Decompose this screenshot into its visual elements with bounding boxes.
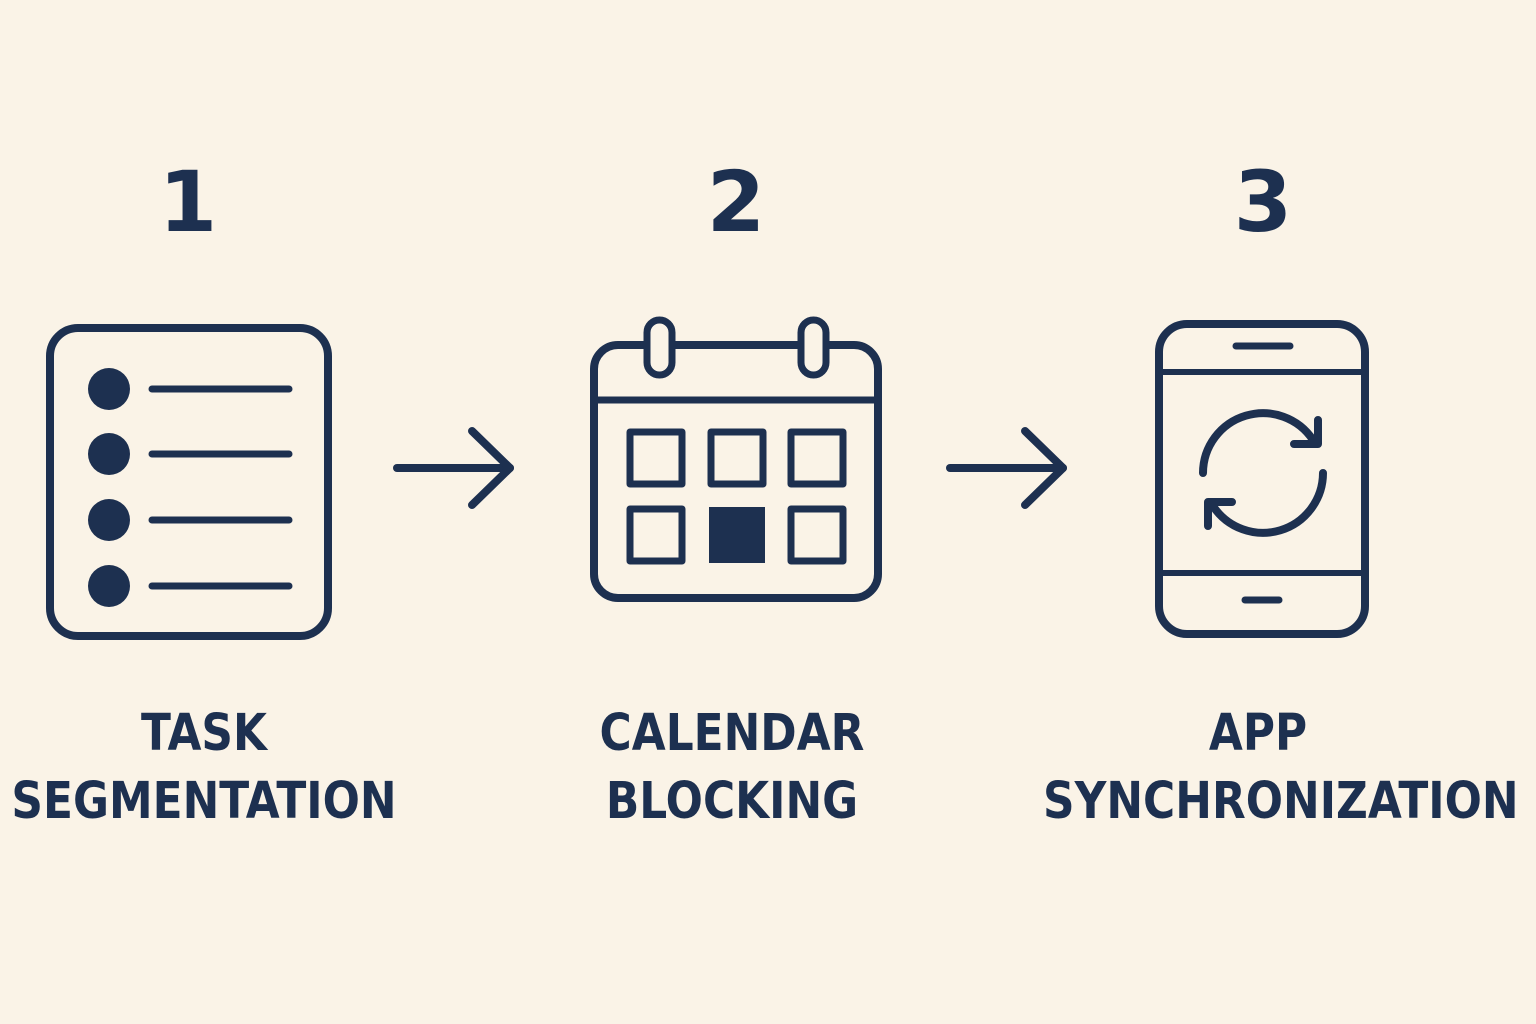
step-1-label-line2: SEGMENTATION bbox=[11, 772, 397, 831]
arrow-right-icon bbox=[393, 427, 514, 509]
step-3-label-line2: SYNCHRONIZATION bbox=[1043, 772, 1519, 831]
step-3-number: 3 bbox=[1233, 153, 1293, 251]
step-3-label-line1: APP bbox=[1208, 704, 1308, 763]
step-2-label: CALENDAR BLOCKING bbox=[517, 700, 947, 836]
step-1-number: 1 bbox=[158, 153, 218, 251]
step-2-number: 2 bbox=[706, 153, 766, 251]
step-1-label: TASK SEGMENTATION bbox=[0, 700, 419, 836]
step-3-label: APP SYNCHRONIZATION bbox=[1043, 700, 1519, 836]
calendar-icon bbox=[590, 316, 882, 602]
phone-sync-icon bbox=[1155, 320, 1369, 638]
arrow-right-icon bbox=[946, 427, 1067, 509]
step-2-label-line2: BLOCKING bbox=[605, 772, 859, 831]
step-1-label-line1: TASK bbox=[140, 704, 268, 763]
checklist-icon bbox=[46, 324, 332, 640]
step-2-label-line1: CALENDAR bbox=[599, 704, 865, 763]
